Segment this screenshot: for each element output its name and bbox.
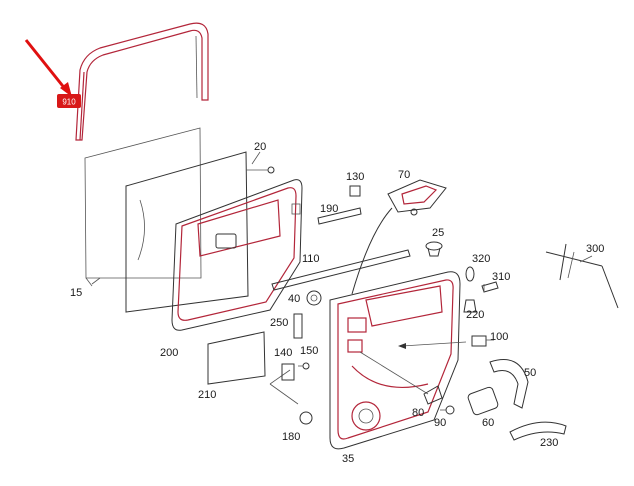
label-90[interactable]: 90	[434, 417, 446, 429]
part-clip-100[interactable]	[471, 335, 494, 347]
label-20[interactable]: 20	[254, 141, 266, 153]
label-80[interactable]: 80	[412, 407, 424, 419]
label-110[interactable]: 110	[302, 253, 320, 265]
label-15[interactable]: 15	[70, 287, 82, 299]
label-140[interactable]: 140	[274, 347, 292, 359]
part-grab-handle-50[interactable]	[489, 359, 529, 409]
label-60[interactable]: 60	[482, 417, 494, 429]
label-35[interactable]: 35	[342, 453, 354, 465]
label-100[interactable]: 100	[490, 331, 508, 343]
part-bumper-40[interactable]	[306, 290, 322, 306]
label-190[interactable]: 190	[320, 203, 338, 215]
part-handle-housing[interactable]	[351, 179, 447, 295]
part-wire-300[interactable]	[545, 243, 619, 309]
part-door-trim[interactable]	[329, 271, 461, 450]
callout-arrow	[24, 39, 72, 97]
label-220[interactable]: 220	[466, 309, 484, 321]
part-grab-handle-230[interactable]	[509, 421, 567, 441]
label-180[interactable]: 180	[282, 431, 300, 443]
part-clip-strip[interactable]	[293, 313, 303, 339]
window-seal-part[interactable]	[75, 22, 209, 141]
label-150[interactable]: 150	[300, 345, 318, 357]
part-screw-90[interactable]	[440, 405, 455, 415]
part-button-180[interactable]	[299, 411, 313, 425]
part-cover-sheet[interactable]	[207, 331, 266, 385]
label-50[interactable]: 50	[524, 367, 536, 379]
part-small-block[interactable]	[349, 185, 361, 197]
label-leaders	[91, 151, 593, 285]
label-300[interactable]: 300	[586, 243, 604, 255]
part-grommet-25[interactable]	[425, 241, 443, 257]
part-cap-220[interactable]	[463, 299, 477, 313]
part-short-strip[interactable]	[317, 207, 362, 225]
leader-lines	[269, 341, 467, 405]
part-inner-door-panel[interactable]	[171, 179, 303, 331]
part-clip-140[interactable]	[281, 363, 295, 381]
part-screw-150[interactable]	[298, 362, 310, 370]
part-screw-310[interactable]	[481, 281, 499, 293]
part-switch-80[interactable]	[423, 385, 443, 405]
label-310[interactable]: 310	[492, 271, 510, 283]
part-trim-strip[interactable]	[271, 249, 411, 291]
callout-badge-text: 910	[62, 98, 76, 107]
part-number-labels: 15 20 25 35 40 50 60 70 80 90 100 110 13…	[70, 141, 604, 465]
label-130[interactable]: 130	[346, 171, 364, 183]
label-200[interactable]: 200	[160, 347, 178, 359]
label-230[interactable]: 230	[540, 437, 558, 449]
label-320[interactable]: 320	[472, 253, 490, 265]
label-70[interactable]: 70	[398, 169, 410, 181]
label-40[interactable]: 40	[288, 293, 300, 305]
label-25[interactable]: 25	[432, 227, 444, 239]
part-membrane[interactable]	[125, 151, 275, 313]
part-sheet[interactable]	[84, 127, 202, 287]
part-cup-60[interactable]	[467, 386, 499, 416]
label-250[interactable]: 250	[270, 317, 288, 329]
part-plug-320[interactable]	[465, 266, 475, 282]
callout-badge[interactable]: 910	[57, 94, 81, 108]
label-210[interactable]: 210	[198, 389, 216, 401]
